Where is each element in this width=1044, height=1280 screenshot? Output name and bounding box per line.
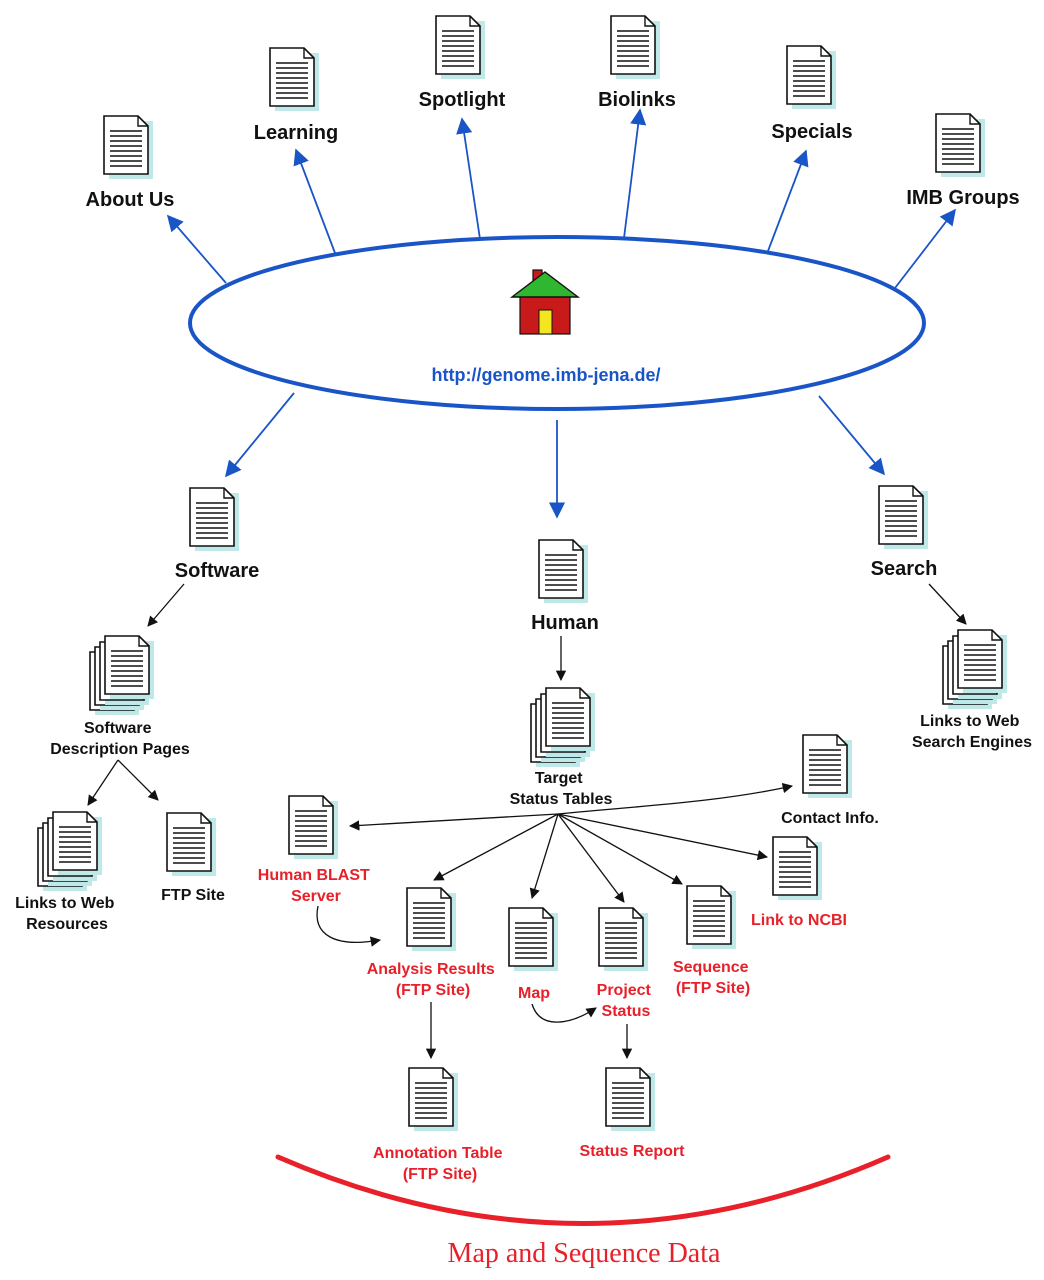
links-web-resources-stack-icon[interactable]	[38, 812, 102, 891]
node-imb-groups[interactable]: IMB Groups	[906, 187, 1019, 209]
map-document-icon[interactable]	[508, 907, 559, 972]
node-search[interactable]: Search	[871, 558, 938, 580]
spotlight-document-icon[interactable]	[435, 15, 486, 80]
arrow-specials	[767, 149, 809, 252]
learning-document-icon[interactable]	[269, 47, 320, 112]
node-spotlight[interactable]: Spotlight	[419, 89, 506, 111]
node-biolinks[interactable]: Biolinks	[598, 89, 676, 111]
node-sequence[interactable]: Sequence (FTP Site)	[673, 959, 753, 997]
ftp-site-document-icon[interactable]	[166, 812, 217, 877]
node-human[interactable]: Human	[531, 612, 599, 634]
node-learning[interactable]: Learning	[254, 122, 338, 144]
house-icon[interactable]	[509, 269, 581, 335]
node-project-status[interactable]: Project Status	[597, 982, 656, 1020]
node-ftp-site[interactable]: FTP Site	[161, 887, 225, 904]
arrow-imbgroups	[894, 208, 956, 289]
contact-info-document-icon[interactable]	[802, 734, 853, 799]
about-document-icon[interactable]	[103, 115, 154, 180]
node-annotation-table[interactable]: Annotation Table (FTP Site)	[373, 1145, 507, 1183]
node-specials[interactable]: Specials	[771, 121, 852, 143]
arrow-software	[224, 392, 295, 478]
arrow-search	[818, 395, 886, 476]
node-links-web-resources[interactable]: Links to Web Resources	[15, 895, 119, 933]
human-document-icon[interactable]	[538, 539, 589, 604]
footer-arc	[275, 1154, 891, 1226]
imbgroups-document-icon[interactable]	[935, 113, 986, 178]
arrow-about	[166, 214, 227, 284]
node-link-ncbi[interactable]: Link to NCBI	[751, 912, 847, 929]
biolinks-document-icon[interactable]	[610, 15, 661, 80]
arrow-biolinks	[623, 108, 647, 239]
footer-label: Map and Sequence Data	[448, 1238, 721, 1269]
specials-document-icon[interactable]	[786, 45, 837, 110]
link-ncbi-document-icon[interactable]	[772, 836, 823, 901]
black-arrows	[87, 583, 967, 1060]
software-document-icon[interactable]	[189, 487, 240, 552]
node-map[interactable]: Map	[518, 985, 550, 1002]
analysis-results-document-icon[interactable]	[406, 887, 457, 952]
arrow-learning	[293, 148, 336, 254]
node-status-report[interactable]: Status Report	[580, 1143, 686, 1160]
node-human-blast-server[interactable]: Human BLAST Server	[258, 867, 374, 905]
status-report-document-icon[interactable]	[605, 1067, 656, 1132]
links-search-engines-stack-icon[interactable]	[943, 630, 1007, 709]
project-status-document-icon[interactable]	[598, 907, 649, 972]
sequence-document-icon[interactable]	[686, 885, 737, 950]
node-analysis-results[interactable]: Analysis Results (FTP Site)	[367, 961, 500, 999]
hub-url[interactable]: http://genome.imb-jena.de/	[431, 365, 660, 385]
search-document-icon[interactable]	[878, 485, 929, 550]
hub-top-arrows	[166, 108, 956, 519]
arrow-spotlight	[456, 117, 481, 240]
node-software[interactable]: Software	[175, 560, 259, 582]
software-description-stack-icon[interactable]	[90, 636, 154, 715]
hub-ellipse[interactable]	[188, 235, 926, 411]
annotation-table-document-icon[interactable]	[408, 1067, 459, 1132]
node-contact-info[interactable]: Contact Info.	[781, 810, 879, 827]
target-status-stack-icon[interactable]	[531, 688, 595, 767]
node-target-status-tables[interactable]: Target Status Tables	[510, 770, 613, 808]
node-about-us[interactable]: About Us	[86, 189, 175, 211]
human-blast-document-icon[interactable]	[288, 795, 339, 860]
node-software-description[interactable]: Software Description Pages	[50, 720, 190, 758]
node-links-search-engines[interactable]: Links to Web Search Engines	[912, 713, 1032, 751]
